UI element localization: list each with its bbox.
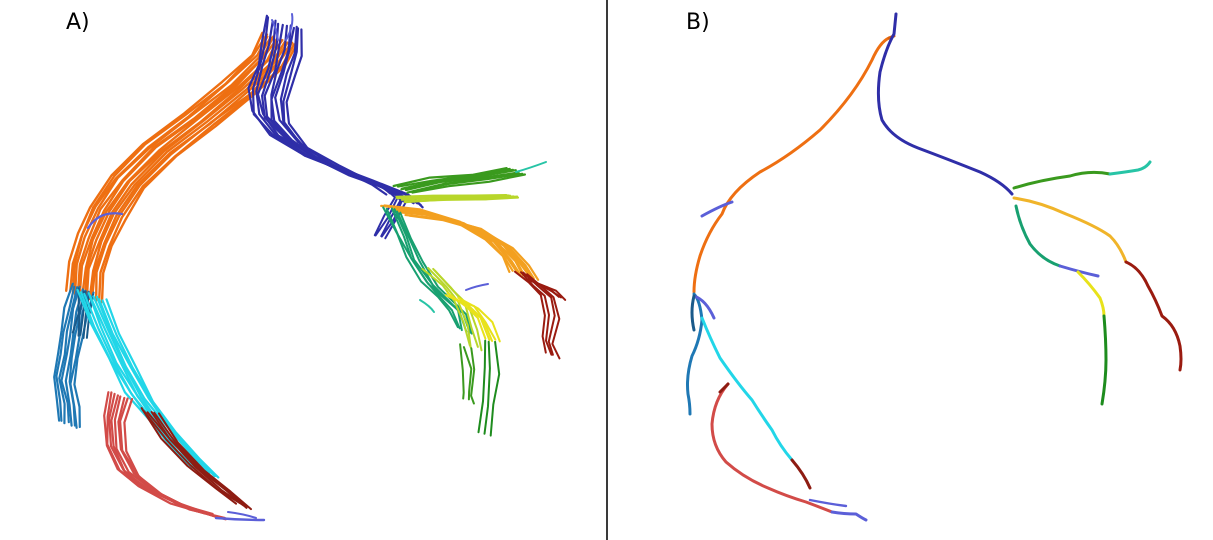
green-fan — [404, 171, 518, 192]
darkred-centerline — [1124, 260, 1183, 372]
red-centerline — [710, 382, 834, 514]
bottom-blue-tip — [830, 510, 868, 522]
navy-centerline — [876, 12, 1014, 196]
top-tip — [271, 19, 279, 41]
maroon-bundle — [150, 411, 248, 509]
maroon-centerline — [790, 458, 812, 490]
cyan-bundle — [105, 298, 220, 479]
teal-tip — [419, 299, 435, 313]
cyan-bundle — [76, 288, 193, 470]
maroon-tip — [718, 382, 730, 394]
steelblue-bundle — [60, 285, 81, 424]
blue-tip-branch — [86, 212, 124, 230]
red-bundle — [103, 391, 206, 515]
darkgreen-tail — [483, 340, 491, 435]
blue-tip-branch — [700, 200, 734, 218]
green-fan — [397, 167, 511, 188]
steelblue-bundle — [53, 282, 74, 422]
teal-centerline — [1108, 160, 1152, 176]
green-tail — [470, 347, 476, 405]
yellowgreen-fan — [407, 196, 520, 203]
darkgreen-tail — [489, 340, 501, 437]
orange-bundle — [81, 38, 279, 297]
darksteel-bundle — [79, 290, 87, 336]
yellow-centerline — [1076, 270, 1106, 318]
navy-bundle — [285, 28, 424, 209]
orange-bundle — [78, 37, 279, 295]
yellowgreen-fan — [400, 194, 512, 201]
seagreen-centerline — [1014, 204, 1062, 268]
blue-tip — [465, 283, 489, 291]
orange-centerline — [692, 36, 891, 294]
green-tail — [462, 346, 473, 401]
darksteel-centerline — [690, 294, 696, 332]
navy-bundle-tail — [373, 196, 397, 237]
darkred-tail — [514, 270, 547, 354]
seagreen-bundle — [399, 211, 473, 335]
yellow-bundle — [453, 297, 497, 341]
gold-centerline — [1012, 196, 1128, 264]
orange-bundle — [73, 36, 272, 296]
bottom-blue-tip — [214, 516, 266, 522]
green-fan — [411, 173, 526, 194]
yellowgreen-bundle — [421, 267, 471, 347]
steelblue-bundle — [64, 288, 84, 427]
teal-tip — [515, 161, 547, 173]
navy-bundle — [282, 27, 422, 207]
darkred-tail — [520, 271, 553, 356]
darkgreen-tail — [477, 339, 487, 434]
green-fan — [410, 172, 524, 193]
maroon-bundle — [158, 412, 252, 511]
cyan-bundle — [101, 299, 217, 477]
top-tip — [285, 13, 294, 41]
yellow-bundle — [457, 296, 501, 343]
panel-b: B) — [610, 0, 1213, 540]
panel-a-label: A) — [66, 10, 90, 35]
panel-divider — [606, 0, 608, 540]
cyan-centerline — [700, 316, 794, 462]
steelblue-bundle — [55, 285, 76, 422]
red-bundle — [123, 398, 227, 521]
orange-bundle — [65, 31, 264, 292]
lightorange-fan — [408, 214, 540, 281]
panel-b-centerline-tree — [686, 12, 1183, 522]
green-fan — [400, 169, 517, 190]
bottom-blue-tip — [227, 511, 257, 519]
panel-a: A) — [0, 0, 606, 540]
green-tail — [459, 343, 465, 400]
steelblue-centerline — [686, 292, 704, 416]
darkred-tail — [530, 280, 567, 301]
cyan-bundle — [98, 298, 216, 478]
orange-bundle — [90, 42, 292, 301]
blue-tip — [692, 294, 716, 320]
bottom-blue-tip — [808, 498, 848, 508]
panel-a-tractography — [53, 13, 567, 522]
green-centerline — [1012, 170, 1112, 190]
panel-b-label: B) — [686, 10, 710, 35]
maroon-bundle — [143, 410, 242, 505]
darkgreen-centerline — [1100, 314, 1108, 406]
